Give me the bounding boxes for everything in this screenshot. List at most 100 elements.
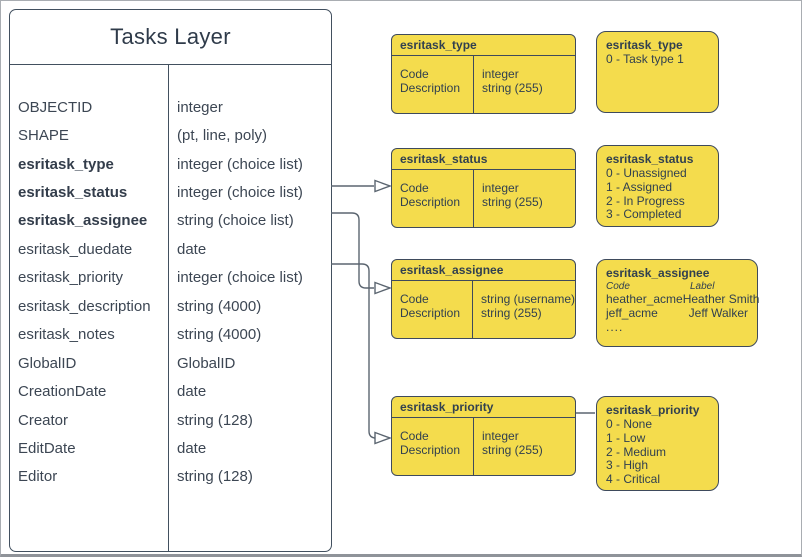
- table-row: esritask_type integer (choice list): [10, 150, 331, 178]
- domain-box-esritask-priority: esritask_priority 0 - None 1 - Low 2 - M…: [596, 396, 719, 491]
- spec-row-label: Description: [400, 81, 461, 95]
- field-name: SHAPE: [18, 127, 69, 145]
- table-row: EditDate date: [10, 434, 331, 462]
- table-row: CreationDate date: [10, 377, 331, 405]
- field-type: integer (choice list): [177, 184, 303, 202]
- table-row: esritask_status integer (choice list): [10, 178, 331, 206]
- field-name: esritask_description: [18, 297, 151, 315]
- field-type: string (4000): [177, 297, 262, 315]
- table-row: esritask_duedate date: [10, 235, 331, 263]
- field-type: string (4000): [177, 326, 262, 344]
- field-name: esritask_type: [18, 155, 114, 173]
- domain-box-esritask-status: esritask_status 0 - Unassigned 1 - Assig…: [596, 145, 719, 227]
- spec-row-label: Description: [400, 306, 461, 320]
- connector-assignee: [331, 212, 374, 289]
- field-name: esritask_duedate: [18, 240, 133, 258]
- domain-value: 3 - High: [606, 458, 649, 473]
- spec-box-esritask-type: esritask_type Code Description integer s…: [391, 34, 576, 114]
- domain-code: heather_acme: [606, 292, 683, 306]
- field-name: esritask_priority: [18, 269, 124, 287]
- spec-row-value: string (255): [480, 306, 542, 320]
- field-type: integer: [177, 98, 223, 116]
- table-row: Editor string (128): [10, 463, 331, 491]
- field-type: date: [177, 439, 207, 457]
- domain-label: Heather Smith: [682, 292, 760, 306]
- field-name: esritask_notes: [18, 326, 115, 344]
- spec-row-value: string (255): [482, 81, 543, 95]
- domain-value: 0 - Task type 1: [606, 52, 684, 66]
- domain-col-header: Code: [606, 281, 630, 292]
- arrowhead: [374, 179, 393, 193]
- domain-value: 2 - Medium: [606, 444, 667, 459]
- spec-box-esritask-status: esritask_status Code Description integer…: [391, 148, 576, 228]
- spec-row-value: string (255): [482, 443, 543, 457]
- spec-row-value: string (username): [480, 292, 575, 306]
- column-divider: [168, 65, 169, 551]
- spec-row-value: string (255): [482, 195, 543, 209]
- field-type: (pt, line, poly): [177, 127, 268, 145]
- spec-box-esritask-priority: esritask_priority Code Description integ…: [391, 396, 576, 476]
- spec-row-label: Description: [400, 443, 461, 457]
- spec-box-title: esritask_assignee: [392, 260, 575, 281]
- tasks-field-list: OBJECTID integer SHAPE (pt, line, poly) es…: [10, 93, 331, 491]
- spec-box-title: esritask_priority: [392, 397, 575, 418]
- field-type: date: [177, 240, 207, 258]
- field-type: string (128): [177, 468, 253, 486]
- field-name: Editor: [18, 468, 58, 486]
- spec-box-title: esritask_status: [392, 149, 575, 170]
- table-row: OBJECTID integer: [10, 93, 331, 121]
- field-type: integer (choice list): [177, 155, 303, 173]
- arrowhead: [374, 281, 393, 295]
- field-name: esritask_status: [18, 184, 128, 202]
- domain-value-row: jeff_acme Jeff Walker: [606, 305, 748, 321]
- spec-box-esritask-assignee: esritask_assignee Code Description strin…: [391, 259, 576, 339]
- spec-row-label: Code: [400, 292, 429, 306]
- spec-row-value: integer: [482, 67, 519, 81]
- table-row: esritask_description string (4000): [10, 292, 331, 320]
- field-type: integer (choice list): [177, 269, 303, 287]
- connector-priority: [331, 263, 377, 439]
- domain-box-title: esritask_status: [606, 152, 694, 166]
- domain-label: Jeff Walker: [688, 305, 748, 320]
- domain-value: 4 - Critical: [606, 472, 661, 487]
- domain-value: 1 - Low: [606, 430, 646, 445]
- field-name: Creator: [18, 411, 69, 429]
- table-row: GlobalID GlobalID: [10, 349, 331, 377]
- spec-row-label: Description: [400, 195, 461, 209]
- table-row: Creator string (128): [10, 406, 331, 434]
- tasks-layer-table: Tasks Layer OBJECTID integer SHAPE (pt, li…: [9, 9, 332, 552]
- field-name: OBJECTID: [18, 98, 93, 116]
- domain-code: jeff_acme: [606, 305, 658, 320]
- domain-box-title: esritask_priority: [606, 403, 700, 417]
- table-row: SHAPE (pt, line, poly): [10, 121, 331, 149]
- tasks-layer-title: Tasks Layer: [10, 10, 331, 65]
- spec-row-label: Code: [400, 429, 429, 443]
- field-name: esritask_assignee: [18, 212, 148, 230]
- spec-box-title: esritask_type: [392, 35, 575, 56]
- table-row: esritask_assignee string (choice list): [10, 207, 331, 235]
- table-row: esritask_notes string (4000): [10, 321, 331, 349]
- domain-ellipsis: ....: [606, 319, 624, 334]
- domain-value: 0 - None: [606, 417, 653, 431]
- arrowhead: [374, 431, 393, 445]
- field-type: GlobalID: [177, 354, 236, 372]
- domain-value: 3 - Completed: [606, 207, 682, 222]
- spec-row-value: integer: [482, 429, 519, 443]
- field-type: string (choice list): [177, 212, 294, 230]
- domain-value-row: heather_acme Heather Smith: [606, 292, 759, 307]
- domain-value: 0 - Unassigned: [606, 166, 687, 180]
- domain-box-title: esritask_type: [606, 38, 683, 52]
- field-type: string (128): [177, 411, 253, 429]
- field-name: CreationDate: [18, 383, 107, 401]
- domain-column-headers: Code Label: [606, 281, 748, 293]
- domain-box-title: esritask_assignee: [606, 266, 710, 280]
- field-name: EditDate: [18, 439, 76, 457]
- domain-value: 2 - In Progress: [606, 193, 685, 208]
- field-type: date: [177, 383, 207, 401]
- table-row: esritask_priority integer (choice list): [10, 264, 331, 292]
- domain-box-esritask-assignee: esritask_assignee Code Label heather_acm…: [596, 259, 759, 347]
- field-name: GlobalID: [18, 354, 77, 372]
- domain-value: 1 - Assigned: [606, 179, 673, 194]
- domain-box-esritask-type: esritask_type 0 - Task type 1: [596, 31, 719, 113]
